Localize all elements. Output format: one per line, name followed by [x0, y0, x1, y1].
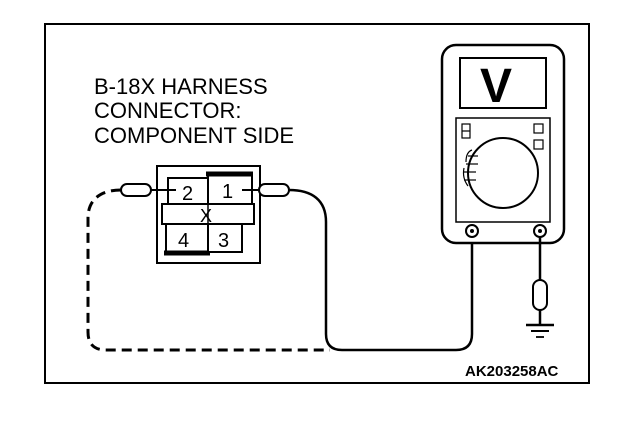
pin-4-label: 4 [178, 230, 189, 252]
pin-3-cavity [207, 223, 243, 253]
probe-right-body [258, 183, 290, 197]
ground-symbol-icon [526, 323, 554, 338]
meter-terminal-com-inner [470, 229, 474, 233]
figure-code: AK203258AC [465, 363, 559, 380]
pin-2-label: 2 [182, 183, 193, 205]
meter-switch-right-1 [533, 123, 544, 134]
multimeter-icon: V [440, 43, 566, 245]
meter-range-marks [462, 149, 478, 187]
connector-title-line-2: CONNECTOR: [94, 98, 242, 123]
connector-title-line-3: COMPONENT SIDE [94, 123, 294, 148]
meter-display-unit: V [480, 60, 512, 113]
meter-switch-right-2 [533, 139, 544, 150]
dashed-lead-wire [86, 188, 330, 352]
probe-left-body [120, 183, 152, 197]
ground-lead [532, 237, 548, 324]
meter-rotary-dial [467, 137, 539, 209]
connector-title: B-18X HARNESS CONNECTOR: COMPONENT SIDE [94, 74, 294, 148]
harness-connector: 2 1 X 4 3 [156, 165, 261, 264]
solid-lead-wire [288, 188, 474, 352]
connector-title-line-1: B-18X HARNESS [94, 74, 268, 99]
pin-3-label: 3 [218, 230, 229, 252]
diagram-frame [44, 23, 590, 384]
meter-display-frame [459, 57, 547, 109]
ground-probe-body [532, 279, 548, 311]
pin-cross-mark: X [200, 206, 212, 226]
meter-terminal-v-inner [538, 229, 542, 233]
pin-1-label: 1 [222, 181, 233, 203]
test-probe-icon [120, 183, 176, 197]
